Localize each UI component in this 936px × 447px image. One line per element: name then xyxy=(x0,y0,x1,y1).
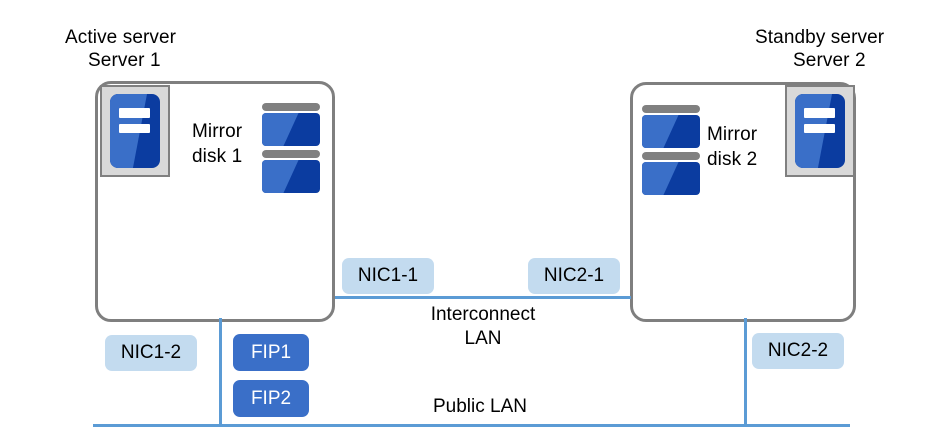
nic-badge-nic2-1[interactable]: NIC2-1 xyxy=(528,258,620,294)
server-slot-bar xyxy=(803,123,835,134)
mirror-disk-1-label-line2: disk 1 xyxy=(192,146,243,167)
fip-badge-label: FIP2 xyxy=(250,387,292,409)
disk-platter xyxy=(642,162,700,195)
disk-cap xyxy=(642,105,700,113)
disk-cap xyxy=(262,150,320,158)
mirror-disk-icon xyxy=(262,103,320,193)
server-chassis xyxy=(110,94,160,168)
mirror-disk-2-label-line2: disk 2 xyxy=(707,149,758,170)
fip-badge-fip1[interactable]: FIP1 xyxy=(233,334,309,371)
public-lan-label: Public LAN xyxy=(380,395,580,419)
active-server-role-label: Active server xyxy=(65,27,177,48)
standby-server-role-label: Standby server xyxy=(755,27,885,48)
interconnect-lan-line xyxy=(335,296,631,299)
nic-badge-label: NIC1-1 xyxy=(357,265,419,286)
server-1-public-lan-drop xyxy=(219,318,222,425)
server-2-public-lan-drop xyxy=(744,318,747,425)
nic-badge-label: NIC1-2 xyxy=(120,342,182,363)
server-chassis xyxy=(795,94,845,168)
mirror-disk-1-label-line1: Mirror xyxy=(192,121,243,142)
nic-badge-nic2-2[interactable]: NIC2-2 xyxy=(752,333,844,369)
fip-badge-fip2[interactable]: FIP2 xyxy=(233,380,309,417)
nic-badge-nic1-2[interactable]: NIC1-2 xyxy=(105,335,197,371)
interconnect-lan-label-line2: LAN xyxy=(464,327,502,349)
mirror-disk-2-label-line1: Mirror xyxy=(707,124,758,145)
interconnect-lan-label-line1: Interconnect xyxy=(430,304,536,325)
nic-badge-label: NIC2-1 xyxy=(543,265,605,286)
server-slot-bar xyxy=(118,123,150,134)
disk-platter xyxy=(642,115,700,148)
disk-platter xyxy=(262,160,320,193)
disk-cap xyxy=(642,152,700,160)
interconnect-lan-label: Interconnect LAN xyxy=(383,303,583,351)
server-icon xyxy=(785,85,855,177)
server-slot-bar xyxy=(118,108,150,118)
active-server-name-label: Server 1 xyxy=(88,50,161,71)
fip-badge-label: FIP1 xyxy=(250,341,292,363)
disk-platter xyxy=(262,113,320,146)
server-icon xyxy=(100,85,170,177)
nic-badge-nic1-1[interactable]: NIC1-1 xyxy=(342,258,434,294)
mirror-disk-icon xyxy=(642,105,700,195)
standby-server-name-label: Server 2 xyxy=(793,50,866,71)
nic-badge-label: NIC2-2 xyxy=(767,340,829,361)
server-slot-bar xyxy=(803,108,835,118)
public-lan-label-line1: Public LAN xyxy=(433,396,527,417)
public-lan-line xyxy=(93,424,850,427)
disk-cap xyxy=(262,103,320,111)
